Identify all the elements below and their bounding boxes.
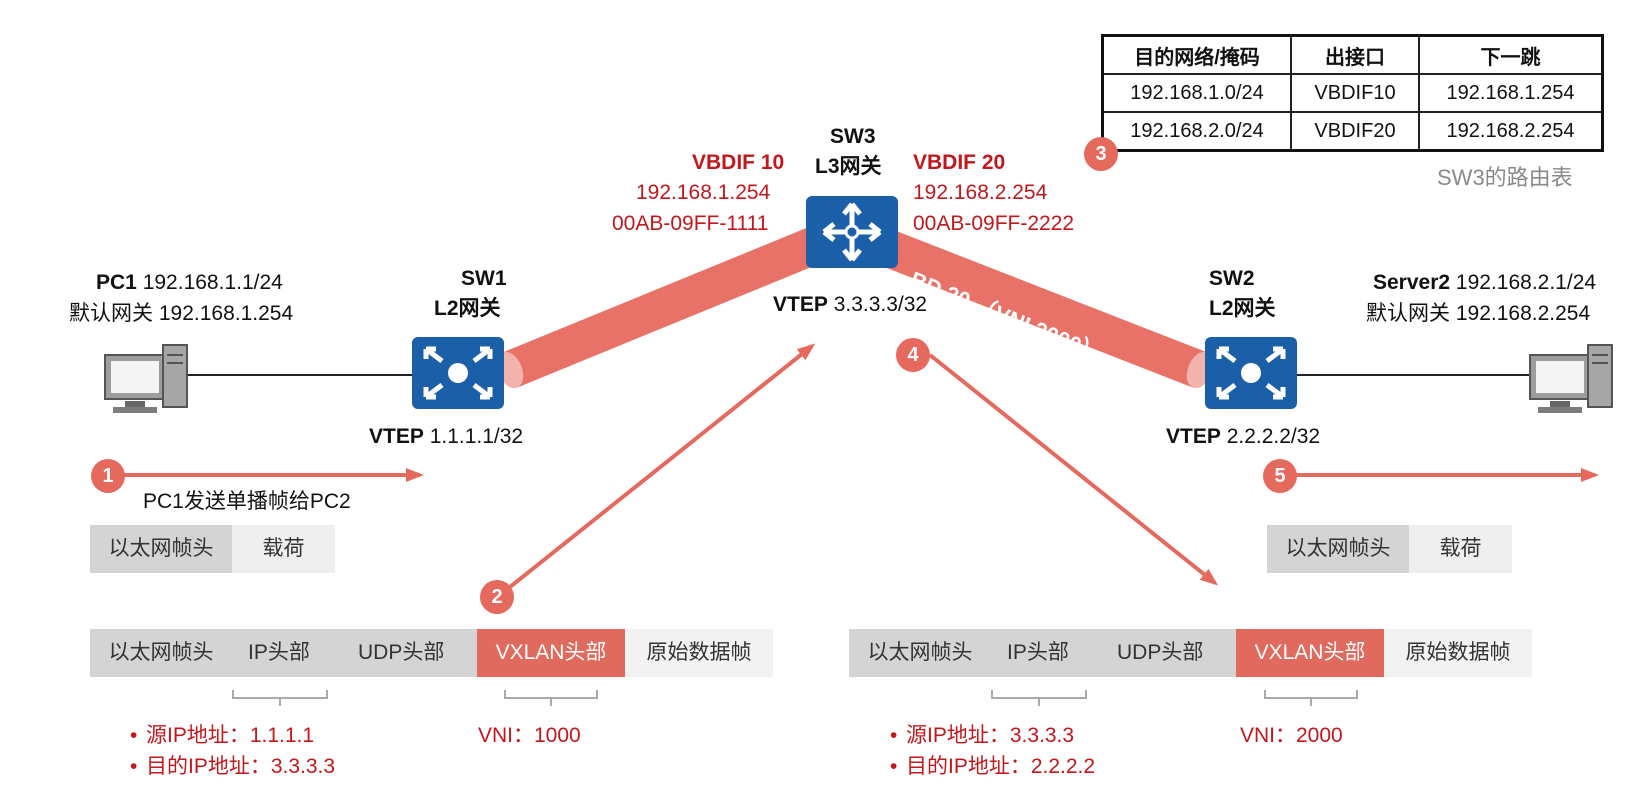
server2-ip: 192.168.2.1/24: [1455, 271, 1597, 294]
sw3-vtep: VTEP 3.3.3.3/32: [773, 292, 927, 318]
right-vni: VNI：2000: [1240, 724, 1343, 747]
step-badge-2: 2: [480, 580, 514, 614]
step2-arrow: [498, 343, 816, 597]
cell-destination: 192.168.2.0/24: [1101, 111, 1292, 152]
right-dst-ip-text: 目的IP地址：2.2.2.2: [906, 755, 1096, 778]
routing-table-caption: SW3的路由表: [1437, 165, 1573, 190]
vxlan-udp-header: UDP头部: [1117, 641, 1204, 664]
sw1-name: SW1: [461, 267, 507, 290]
sw2-vtep-ip: 2.2.2.2/32: [1226, 425, 1321, 448]
table-row: 192.168.1.0/24 VBDIF10 192.168.1.254: [1101, 73, 1604, 113]
l2-switch-icon-sw2: [1205, 337, 1297, 409]
routing-table: 目的网络/掩码 出接口 下一跳 192.168.1.0/24 VBDIF10 1…: [1101, 34, 1604, 152]
bullet-dot: •: [130, 724, 138, 747]
col-destination: 目的网络/掩码: [1101, 34, 1292, 75]
frame-payload: 载荷: [232, 525, 335, 573]
vxlan-ip-header: IP头部: [248, 641, 310, 664]
sw3-role: L3网关: [815, 155, 882, 178]
right-vni-bracket: [1264, 690, 1358, 706]
cell-destination: 192.168.1.0/24: [1101, 73, 1292, 113]
left-dst-ip-text: 目的IP地址：3.3.3.3: [146, 755, 336, 778]
sw2-name: SW2: [1209, 267, 1255, 290]
sw2-role: L2网关: [1209, 297, 1276, 320]
step1-caption: PC1发送单播帧给PC2: [143, 490, 351, 513]
server2-gw-label: 默认网关: [1366, 302, 1450, 325]
server2-info: Server2 192.168.2.1/24: [1373, 270, 1596, 296]
vxlan-original-frame: 原始数据帧: [1384, 629, 1532, 677]
vxlan-eth-header: 以太网帧头: [90, 629, 232, 677]
step-badge-4: 4: [896, 338, 930, 372]
pc1-ip: 192.168.1.1/24: [142, 271, 283, 294]
server2-gateway: 默认网关 192.168.2.254: [1366, 301, 1590, 327]
sw1-vtep-label: VTEP: [369, 425, 424, 448]
left-ip-bracket: [232, 690, 328, 706]
left-src-ip-text: 源IP地址：1.1.1.1: [146, 724, 315, 747]
bullet-dot: •: [890, 724, 898, 747]
l2-switch-icon: [412, 337, 504, 409]
step-badge-3: 3: [1084, 137, 1118, 171]
vbdif20-title: VBDIF 20: [913, 151, 1006, 174]
step4-arrow: [928, 353, 1219, 586]
step-badge-1: 1: [91, 459, 125, 493]
cell-nexthop: 192.168.2.254: [1418, 111, 1604, 152]
sw2-vtep-label: VTEP: [1166, 425, 1221, 448]
right-ip-bracket: [991, 690, 1087, 706]
pc-icon: [104, 344, 188, 413]
vbdif20-mac: 00AB-09FF-2222: [913, 212, 1075, 235]
server-icon: [1529, 344, 1613, 413]
frame-payload: 载荷: [1409, 525, 1512, 573]
vxlan-ip-udp: IP头部 UDP头部: [232, 629, 477, 677]
sw1-role: L2网关: [434, 297, 501, 320]
vbdif10-title: VBDIF 10: [692, 151, 785, 174]
vxlan-header: VXLAN头部: [1236, 629, 1384, 677]
vxlan-ip-header: IP头部: [1007, 641, 1069, 664]
l3-switch-icon: [806, 196, 898, 268]
right-src-ip-text: 源IP地址：3.3.3.3: [906, 724, 1075, 747]
pc1-name: PC1: [96, 271, 137, 294]
table-row: 192.168.2.0/24 VBDIF20 192.168.2.254: [1101, 111, 1604, 152]
left-dst-ip: • 目的IP地址：3.3.3.3: [130, 752, 335, 782]
left-vni: VNI：1000: [478, 724, 581, 747]
sw3-vtep-label: VTEP: [773, 293, 828, 316]
cell-nexthop: 192.168.1.254: [1418, 73, 1604, 113]
col-interface: 出接口: [1290, 34, 1420, 75]
routing-table-header: 目的网络/掩码 出接口 下一跳: [1101, 34, 1604, 75]
right-src-ip: • 源IP地址：3.3.3.3: [890, 721, 1074, 751]
sw1-vtep: VTEP 1.1.1.1/32: [369, 424, 523, 450]
bullet-dot: •: [130, 755, 138, 778]
pc1-gateway: 默认网关 192.168.1.254: [69, 301, 293, 327]
sw1-vtep-ip: 1.1.1.1/32: [429, 425, 524, 448]
left-vni-bracket: [504, 690, 598, 706]
cell-interface: VBDIF10: [1290, 73, 1420, 113]
vxlan-udp-header: UDP头部: [358, 641, 445, 664]
vxlan-ip-udp: IP头部 UDP头部: [991, 629, 1236, 677]
server2-name: Server2: [1373, 271, 1451, 294]
server2-gw: 192.168.2.254: [1455, 302, 1591, 325]
vxlan-original-frame: 原始数据帧: [625, 629, 773, 677]
pc1-gw: 192.168.1.254: [158, 302, 294, 325]
sw3-name: SW3: [830, 125, 876, 148]
cell-interface: VBDIF20: [1290, 111, 1420, 152]
pc1-gw-label: 默认网关: [69, 302, 153, 325]
vbdif20-ip: 192.168.2.254: [913, 181, 1048, 204]
frame-eth-header: 以太网帧头: [90, 525, 232, 573]
right-dst-ip: • 目的IP地址：2.2.2.2: [890, 752, 1095, 782]
step-badge-5: 5: [1263, 459, 1297, 493]
left-src-ip: • 源IP地址：1.1.1.1: [130, 721, 314, 751]
vxlan-header: VXLAN头部: [477, 629, 625, 677]
col-nexthop: 下一跳: [1418, 34, 1604, 75]
bullet-dot: •: [890, 755, 898, 778]
vbdif10-mac: 00AB-09FF-1111: [612, 212, 769, 235]
sw3-vtep-ip: 3.3.3.3/32: [833, 293, 928, 316]
sw2-vtep: VTEP 2.2.2.2/32: [1166, 424, 1320, 450]
vbdif10-ip: 192.168.1.254: [636, 181, 771, 204]
pc1-info: PC1 192.168.1.1/24: [96, 270, 283, 296]
vxlan-eth-header: 以太网帧头: [849, 629, 991, 677]
frame-eth-header: 以太网帧头: [1267, 525, 1409, 573]
